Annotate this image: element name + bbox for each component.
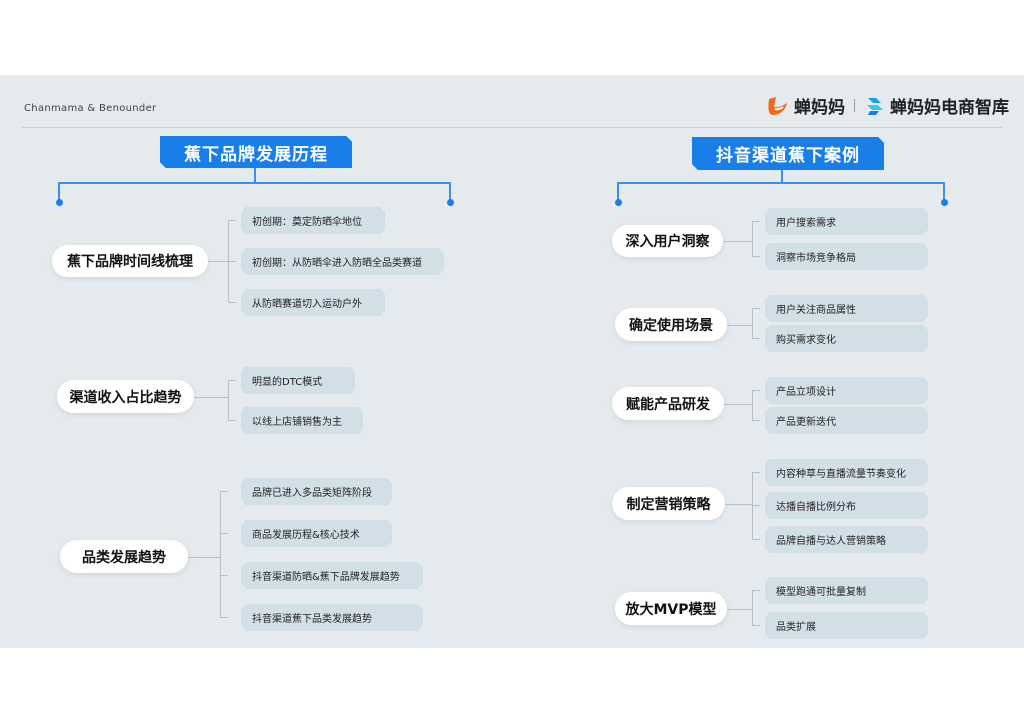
- chanmama-logo-icon: [768, 96, 787, 115]
- subtopic-item: 内容种草与直播流量节奏变化: [765, 459, 928, 486]
- topic-node: 放大MVP模型: [615, 592, 727, 625]
- bracket-tick: [752, 308, 760, 309]
- bracket-tick: [752, 472, 760, 473]
- logo-separator: [854, 99, 855, 112]
- bracket-line: [752, 221, 753, 256]
- left-connector: [58, 182, 60, 202]
- branch-line: [208, 261, 228, 262]
- left-connector: [58, 182, 449, 184]
- right-connector: [781, 170, 783, 182]
- logo2-text: 蝉妈妈电商智库: [890, 98, 1009, 118]
- right-section-title: 抖音渠道蕉下案例: [692, 137, 884, 170]
- bracket-tick: [752, 338, 760, 339]
- chanmama-zhiku-logo: 蝉妈妈电商智库: [864, 93, 1009, 118]
- subtopic-item: 商品发展历程&核心技术: [241, 520, 392, 547]
- subtopic-item: 模型跑通可批量复制: [765, 577, 928, 604]
- subtopic-item: 购买需求变化: [765, 325, 928, 352]
- topic-node: 深入用户洞察: [612, 225, 723, 257]
- topic-node: 确定使用场景: [615, 308, 727, 341]
- topic-node: 渠道收入占比趋势: [57, 380, 194, 413]
- bracket-tick: [752, 505, 760, 506]
- branch-line: [188, 556, 220, 558]
- bracket-tick: [752, 221, 760, 222]
- subtopic-item: 以线上店铺销售为主: [241, 407, 363, 434]
- subtopic-item: 从防晒赛道切入运动户外: [241, 289, 385, 316]
- branch-line: [727, 608, 752, 610]
- right-connector: [617, 182, 943, 184]
- bracket-tick: [752, 420, 760, 421]
- bracket-tick: [228, 302, 236, 303]
- bracket-tick: [228, 420, 236, 421]
- left-connector: [449, 182, 451, 202]
- brand-text: Chanmama & Benounder: [24, 103, 157, 114]
- bracket-line: [752, 308, 753, 338]
- subtopic-item: 洞察市场竞争格局: [765, 243, 928, 270]
- bracket-line: [228, 380, 229, 420]
- left-connector: [254, 168, 256, 182]
- branch-line: [723, 241, 752, 242]
- left-connector-dot: [446, 199, 454, 206]
- subtopic-item: 用户搜索需求: [765, 208, 928, 235]
- topic-node: 制定营销策略: [612, 487, 725, 520]
- bracket-tick: [752, 590, 760, 591]
- bracket-tick: [220, 491, 228, 492]
- left-section-title: 蕉下品牌发展历程: [160, 136, 352, 168]
- branch-line: [725, 503, 752, 505]
- subtopic-item: 明显的DTC模式: [241, 367, 355, 394]
- bracket-tick: [220, 575, 228, 576]
- bracket-tick: [228, 261, 236, 262]
- bracket-tick: [752, 256, 760, 257]
- subtopic-item: 抖音渠道防晒&蕉下品牌发展趋势: [241, 562, 423, 589]
- subtopic-item: 用户关注商品属性: [765, 295, 928, 322]
- subtopic-item: 达播自播比例分布: [765, 492, 928, 519]
- bracket-line: [220, 491, 221, 617]
- bracket-tick: [228, 380, 236, 381]
- topic-node: 蕉下品牌时间线梳理: [52, 245, 208, 277]
- bracket-line: [752, 390, 753, 420]
- subtopic-item: 初创期：从防晒伞进入防晒全品类赛道: [241, 248, 444, 275]
- bracket-tick: [752, 539, 760, 540]
- right-connector: [617, 182, 619, 202]
- bracket-line: [752, 590, 753, 625]
- chanmama-logo: 蝉妈妈: [766, 93, 845, 118]
- topic-node: 赋能产品研发: [612, 387, 724, 420]
- zhiku-logo-icon: [867, 97, 883, 115]
- subtopic-item: 初创期：奠定防晒伞地位: [241, 207, 385, 234]
- left-connector-dot: [55, 199, 63, 206]
- subtopic-item: 品牌已进入多品类矩阵阶段: [241, 478, 392, 505]
- branch-line: [724, 403, 752, 405]
- subtopic-item: 品牌自播与达人营销策略: [765, 526, 928, 553]
- right-connector-dot: [940, 199, 948, 206]
- right-connector-dot: [614, 199, 622, 206]
- subtopic-item: 产品更新迭代: [765, 407, 928, 434]
- bracket-tick: [752, 390, 760, 391]
- branch-line: [727, 324, 752, 326]
- right-connector: [943, 182, 945, 202]
- topic-node: 品类发展趋势: [60, 540, 188, 573]
- bracket-tick: [752, 625, 760, 626]
- bracket-tick: [220, 533, 228, 534]
- subtopic-item: 品类扩展: [765, 612, 928, 639]
- subtopic-item: 产品立项设计: [765, 377, 928, 404]
- logo1-text: 蝉妈妈: [794, 98, 845, 118]
- header-divider: [22, 127, 1002, 128]
- bracket-tick: [220, 617, 228, 618]
- subtopic-item: 抖音渠道蕉下品类发展趋势: [241, 604, 423, 631]
- branch-line: [194, 396, 228, 398]
- bracket-tick: [228, 220, 236, 221]
